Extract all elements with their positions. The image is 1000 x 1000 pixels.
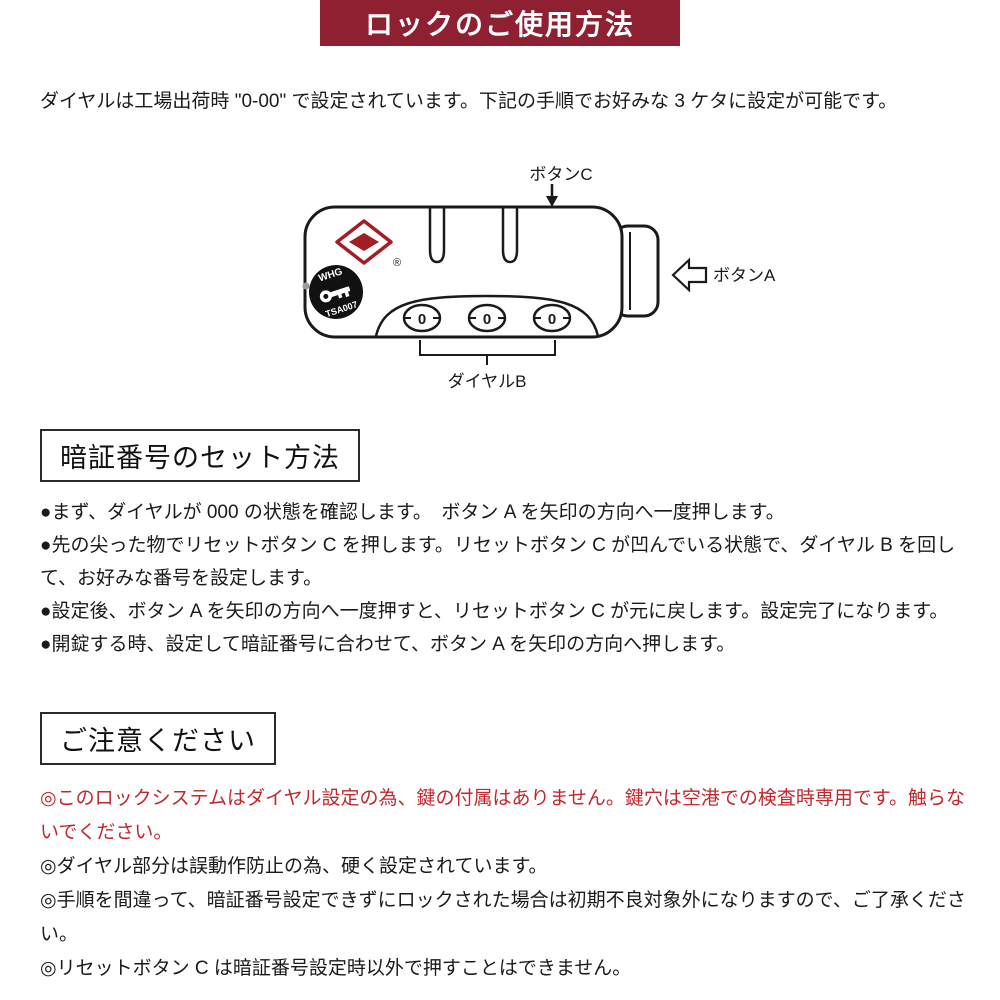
set-instructions-list: ●まず、ダイヤルが 000 の状態を確認します。 ボタン A を矢印の方向へ一度… (40, 496, 975, 661)
dial-b-bracket (419, 340, 556, 365)
dial-1-digit: 0 (418, 311, 426, 328)
section-heading-caution-box: ご注意ください (40, 712, 276, 765)
button-a-label: ボタンA (713, 266, 776, 285)
dial-2: 0 (467, 303, 507, 333)
dial-2-digit: 0 (483, 311, 491, 328)
reset-slot-right (501, 208, 519, 264)
list-item: ●先の尖った物でリセットボタン C を押します。リセットボタン C が凹んでいる… (40, 535, 956, 589)
reset-slot-left (428, 208, 446, 264)
lock-diagram: ボタンC ® WHG (0, 150, 1000, 410)
lock-diagram-svg: ボタンC ® WHG (302, 165, 776, 391)
intro-text: ダイヤルは工場出荷時 "0-00" で設定されています。下記の手順でお好みな 3… (40, 91, 898, 112)
page-title-banner: ロックのご使用方法 (320, 0, 680, 46)
section-heading-set: 暗証番号のセット方法 (60, 443, 340, 473)
arrow-left-icon (671, 257, 708, 293)
keyhole: WHG TSA007 (309, 265, 363, 319)
dial-3: 0 (532, 303, 572, 333)
dial-tray (374, 294, 600, 337)
caution-notes-list: ◎このロックシステムはダイヤル設定の為、鍵の付属はありません。鍵穴は空港での検査… (40, 782, 975, 986)
key-icon (319, 286, 351, 303)
list-item: ◎ダイヤル部分は誤動作防止の為、硬く設定されています。 (40, 856, 548, 877)
dial-b-label: ダイヤルB (448, 372, 527, 391)
section-heading-set-box: 暗証番号のセット方法 (40, 429, 360, 482)
registered-mark: ® (393, 257, 401, 269)
list-item: ◎このロックシステムはダイヤル設定の為、鍵の付属はありません。鍵穴は空港での検査… (40, 788, 965, 843)
button-c-label: ボタンC (529, 165, 592, 184)
dial-3-digit: 0 (548, 311, 556, 328)
arrow-down-icon (546, 184, 558, 207)
list-item: ◎リセットボタン C は暗証番号設定時以外で押すことはできません。 (40, 958, 632, 979)
dial-1: 0 (402, 303, 442, 333)
list-item: ●開錠する時、設定して暗証番号に合わせて、ボタン A を矢印の方向へ押します。 (40, 634, 736, 655)
rivet-dot (302, 282, 310, 290)
list-item: ●まず、ダイヤルが 000 の状態を確認します。 ボタン A を矢印の方向へ一度… (40, 502, 785, 523)
section-heading-caution: ご注意ください (60, 726, 256, 756)
page-title: ロックのご使用方法 (364, 9, 635, 40)
list-item: ●設定後、ボタン A を矢印の方向へ一度押すと、リセットボタン C が元に戻しま… (40, 601, 949, 622)
list-item: ◎手順を間違って、暗証番号設定できずにロックされた場合は初期不良対象外になります… (40, 890, 966, 945)
tsa-diamond-logo-icon: ® (335, 219, 401, 269)
